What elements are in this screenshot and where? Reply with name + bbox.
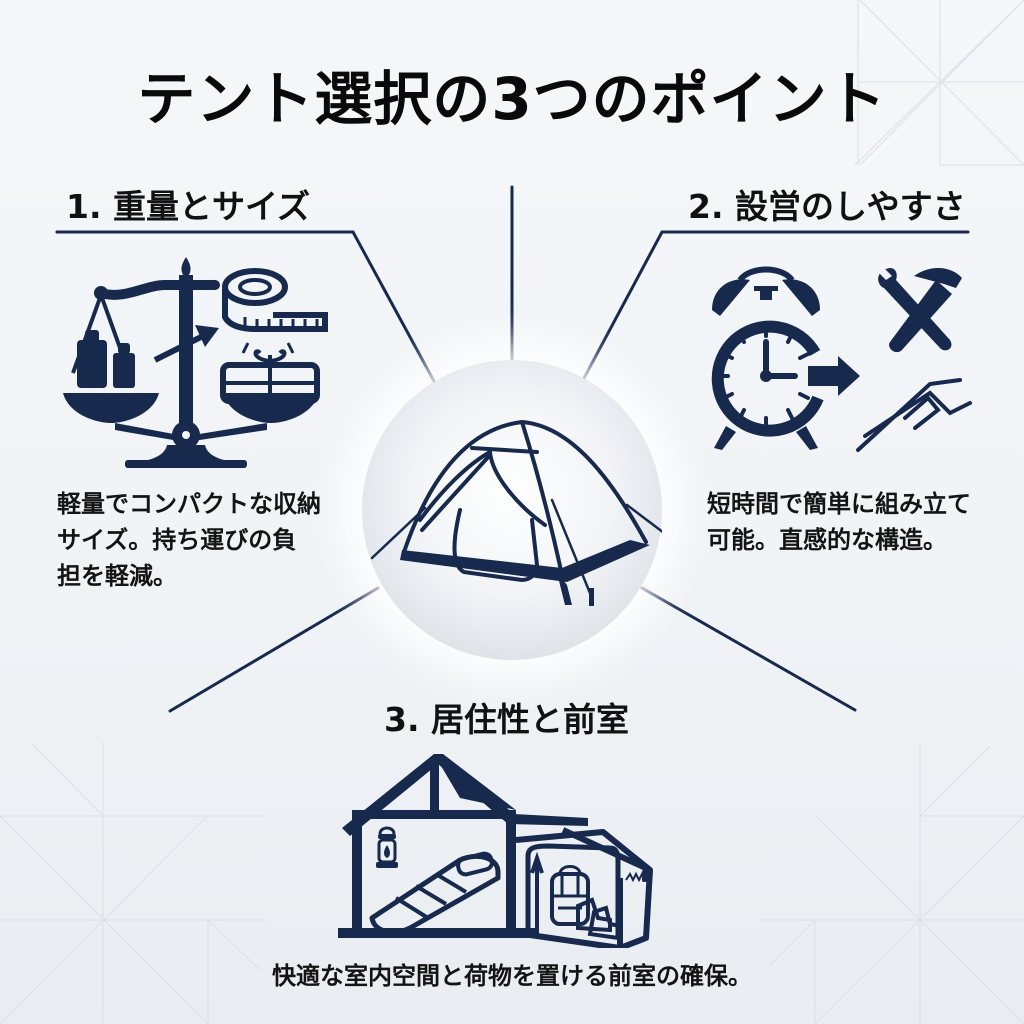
balance-scale-tape-measure-package-icon xyxy=(63,257,328,468)
point-1-description-line: サイズ。持ち運びの負 xyxy=(57,526,297,554)
connector-point-2 xyxy=(581,230,970,382)
tent-interior-vestibule-icon xyxy=(338,754,653,948)
point-3-description: 快適な室内空間と荷物を置ける前室の確保。 xyxy=(0,958,1024,994)
connector-point-1 xyxy=(55,230,437,385)
point-1-description-line: 軽量でコンパクトな収納 xyxy=(57,490,321,518)
point-2-description-line: 短時間で簡単に組み立て xyxy=(707,490,971,518)
point-1-description-line: 担を軽減。 xyxy=(57,562,177,590)
point-2-heading: 2. 設営のしやすさ xyxy=(688,187,966,226)
dome-tent-icon xyxy=(370,420,662,606)
point-3-description-line: 快適な室内空間と荷物を置ける前室の確保。 xyxy=(272,962,752,990)
connector-lower-left xyxy=(168,586,380,713)
page-title: テント選択の3つのポイント xyxy=(137,65,887,133)
alarm-clock-tools-poles-icon xyxy=(711,266,972,452)
point-2-description-line: 可能。直感的な構造。 xyxy=(707,526,947,554)
point-2-description: 短時間で簡単に組み立て 可能。直感的な構造。 xyxy=(707,486,971,558)
central-hub xyxy=(362,360,662,660)
point-1-description: 軽量でコンパクトな収納 サイズ。持ち運びの負 担を軽減。 xyxy=(57,486,321,594)
point-3-heading: 3. 居住性と前室 xyxy=(384,700,629,739)
point-1-heading: 1. 重量とサイズ xyxy=(66,187,310,226)
connector-lower-right xyxy=(640,586,857,712)
